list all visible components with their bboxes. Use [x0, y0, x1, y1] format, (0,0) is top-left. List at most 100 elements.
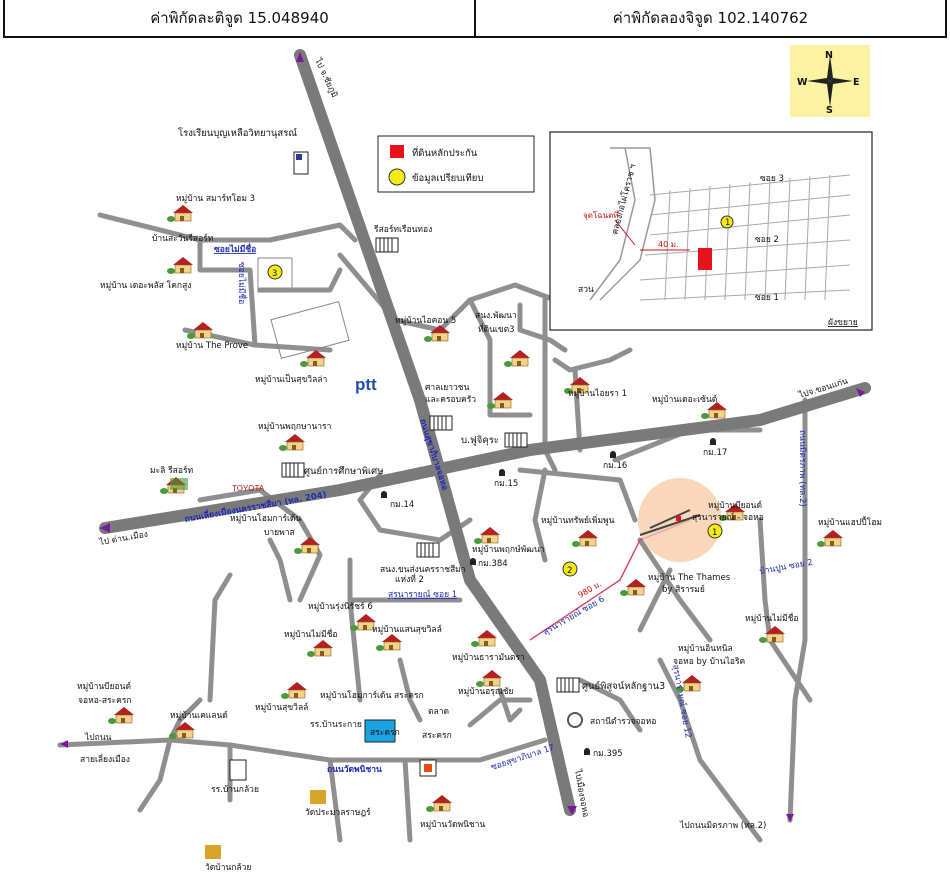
label-the-prove: หมู่บ้าน The Prove — [176, 340, 248, 351]
svg-text:1: 1 — [725, 218, 730, 228]
legend-comparable-swatch — [388, 168, 406, 186]
label-to-muang: ไปถนน — [84, 732, 112, 743]
road-end-arrows — [60, 52, 865, 822]
label-tharamontra: หมู่บ้านธารามันตรา — [452, 652, 525, 663]
svg-text:S: S — [826, 105, 833, 116]
label-sonphat: สนง.พัฒนา — [475, 311, 517, 321]
label-inthanil: หมู่บ้านอินทนิล — [678, 643, 733, 654]
label-sukvilla: หมู่บ้านสุขวิลล์ — [255, 702, 308, 713]
label-market2: สระครก — [422, 731, 452, 741]
svg-text:3: 3 — [272, 269, 277, 279]
label-homegarden-sakrok: หมู่บ้านโฮมการ์เด้น สระครก — [320, 690, 424, 701]
label-friendship-road: ถนนมิตรภาพ (ทล.2) — [797, 430, 807, 507]
label-resort-ruanthong: รีสอร์ทเรือนทอง — [374, 224, 433, 235]
label-km384: กม.384 — [478, 559, 508, 569]
label-smart-home: หมู่บ้าน สมาร์ทโฮม 3 — [176, 193, 255, 204]
label-beyond-left: หมู่บ้านบียอนด์ — [77, 681, 131, 692]
label-museum: ศูนย์พิสูจน์หลักฐาน3 — [582, 680, 665, 692]
comparable-1[interactable]: 1 — [707, 523, 723, 539]
svg-text:จุดโฉนดที่: จุดโฉนดที่ — [583, 209, 619, 220]
label-nakhon-office2: แห่งที่ 2 — [395, 573, 424, 585]
label-nakhon-office: สนง.ขนส่งนครราชสีมา — [380, 564, 466, 575]
legend: ที่ดินหลักประกัน ข้อมูลเปรียบเทียบ — [377, 135, 535, 193]
svg-text:40 ม.: 40 ม. — [658, 240, 679, 249]
label-km16: กม.16 — [603, 461, 627, 471]
inset-collateral[interactable] — [698, 248, 712, 270]
toyota-logo: TOYOTA — [232, 484, 265, 493]
label-irin1: หมู่บ้านไอยรา 1 — [568, 388, 627, 399]
label-surarai: สุรนารายณ์ - จอหอ — [692, 512, 764, 523]
legend-collateral-label: ที่ดินหลักประกัน — [412, 146, 478, 159]
inset-map: 1 40 ม. จุดโฉนดที่ ซอย 3 ซอย 2 ซอย 1 คลอ… — [549, 131, 873, 331]
label-sawan-resort: บ้านสะวันรีสอร์ท — [152, 233, 214, 244]
label-happy-home: หมู่บ้านแฮปปี้โฮม — [818, 516, 882, 528]
ptt-logo: ptt — [355, 375, 377, 394]
label-the-sense: หมู่บ้านเดอะเซ้นต์ — [652, 394, 717, 405]
longitude-label: ค่าพิกัดลองจิจูด 102.140762 — [474, 0, 945, 36]
label-no-name-right: หมู่บ้านไม่มีชื่อ — [745, 612, 799, 624]
compass: N S E W — [790, 45, 870, 117]
label-school-kluai: รร.บ้านกล้วย — [211, 784, 259, 795]
svg-text:สวน: สวน — [578, 285, 594, 295]
label-sakrok: สระครก — [370, 728, 400, 738]
label-wat-prasat: วัดประมวลราษฎร์ — [305, 807, 371, 818]
collateral-marker[interactable] — [676, 516, 681, 521]
coordinate-bar: ค่าพิกัดละติจูด 15.048940 ค่าพิกัดลองจิจ… — [3, 0, 947, 38]
label-wat-kluai: วัดบ้านกล้วย — [205, 862, 251, 873]
label-khel-land: หมู่บ้านเคแลนด์ — [170, 710, 228, 721]
label-by-srirom: by สิรารมย์ — [662, 584, 705, 595]
label-km14: กม.14 — [390, 500, 414, 510]
label-pruksa-pat: หมู่บ้านพฤกษ์พัฒนา — [472, 544, 545, 555]
label-home-garden: หมู่บ้านโฮมการ์เด้น — [230, 513, 301, 524]
label-fuji: บ.ฟูจิคุระ — [461, 435, 499, 446]
legend-comparable-label: ข้อมูลเปรียบเทียบ — [412, 172, 483, 184]
label-panicharn-road: ถนนวัดพนิชาน — [327, 764, 382, 775]
label-sapphire: หมู่บ้านทรัพย์เพิ่มพูน — [541, 514, 615, 526]
latitude-label: ค่าพิกัดละติจูด 15.048940 — [150, 9, 329, 27]
label-land-dept: ที่ดินเขต3 — [478, 323, 515, 335]
label-rungraj6: หมู่บ้านรุ่งนิรัชร์ 6 — [308, 601, 373, 612]
label-pensuk-villa: หมู่บ้านเป็นสุขวิลล่า — [255, 373, 327, 385]
label-km15: กม.15 — [494, 479, 518, 489]
label-no-name-village: หมู่บ้านไม่มีชื่อ — [284, 628, 338, 640]
label-beyond-left2: จอหอ-สระครก — [78, 696, 132, 706]
svg-text:2: 2 — [567, 566, 572, 576]
label-mali-resort: มะลิ รีสอร์ท — [150, 465, 194, 476]
label-inthanil2: จอหอ by บ้านไอริค — [673, 656, 745, 667]
label-special-ed: ศูนย์การศึกษาพิเศษ — [304, 465, 383, 477]
svg-text:ผังขยาย: ผังขยาย — [828, 318, 858, 328]
label-saen-suk: หมู่บ้านแสนสุขวิลล์ — [372, 624, 442, 635]
label-school: โรงเรียนบุญเหลือวิทยานุสรณ์ — [178, 127, 297, 139]
comparable-2[interactable]: 2 — [562, 561, 578, 577]
label-km395: กม.395 — [593, 749, 623, 759]
label-shrine2: และครอบครัว — [425, 395, 476, 405]
label-pruksa-nara: หมู่บ้านพฤกษานารา — [258, 421, 331, 432]
label-soi-no-name: ซอยไม่มีชื่อ — [214, 242, 256, 255]
chokchai-road — [294, 49, 576, 816]
building-icons — [170, 151, 583, 859]
svg-text:N: N — [825, 50, 833, 61]
label-suranarai-soi6: สุรนารายณ์ ซอย 6 — [541, 593, 606, 637]
main-roads — [99, 49, 871, 816]
svg-text:E: E — [853, 77, 860, 88]
label-market: ตลาด — [428, 707, 449, 717]
label-papai: บายพาส — [264, 528, 296, 538]
svg-text:ซอย 1: ซอย 1 — [755, 293, 779, 303]
comparable-3[interactable]: 3 — [267, 264, 283, 280]
label-school-rakai: รร.บ้านระกาย — [310, 719, 362, 730]
label-suranarai-soi12: สุรนารายณ์ ซอย 12 — [670, 664, 694, 739]
bypass-road — [99, 382, 871, 534]
label-suranarai-soi1: สุรนารายณ์ ซอย 1 — [388, 589, 457, 600]
label-beyond: หมู่บ้านบียอนด์ — [708, 500, 762, 511]
svg-text:W: W — [797, 77, 808, 88]
label-the-palace: หมู่บ้าน เดอะพลัส โคกสูง — [100, 280, 191, 291]
label-to-friendship: ไปถนนมิตรภาพ (ทล.2) — [679, 820, 766, 831]
label-shrine: ศาลเยาวชน — [425, 383, 470, 393]
label-icon5: หมู่บ้านไอคอน 5 — [395, 315, 456, 326]
label-to-muang2: สายเลี่ยงเมือง — [80, 753, 130, 765]
svg-text:1: 1 — [712, 528, 717, 538]
label-worachai: หมู่บ้านอรุณชัย — [458, 686, 514, 697]
label-police: สถานีตำรวจจอหอ — [590, 716, 656, 727]
legend-collateral-swatch — [390, 145, 404, 158]
